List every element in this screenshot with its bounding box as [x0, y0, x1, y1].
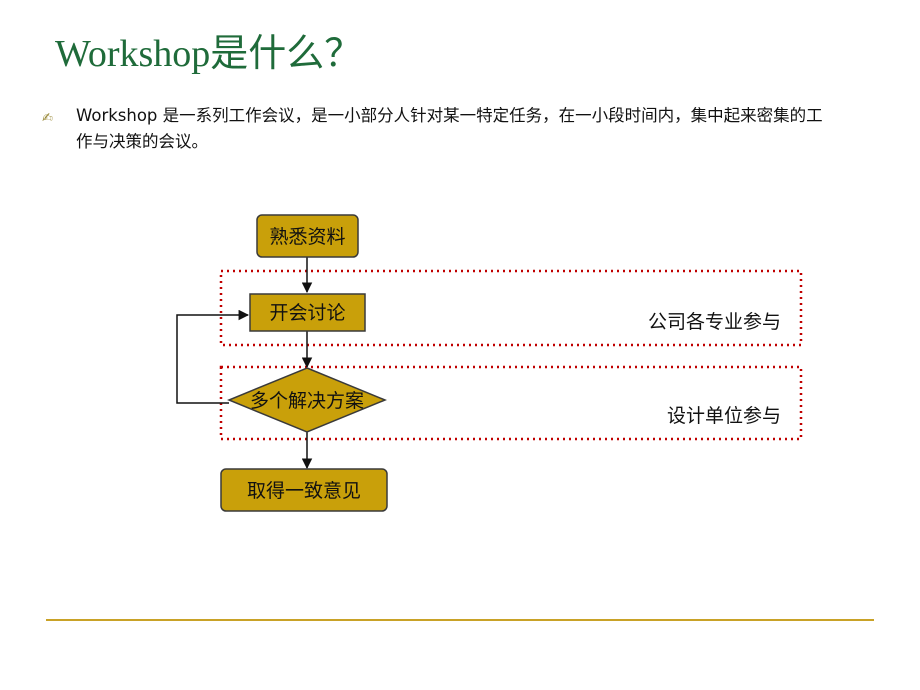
node-consensus-label: 取得一致意见 [247, 480, 361, 502]
slide-title: Workshop是什么？ [55, 33, 363, 75]
node-solutions-label: 多个解决方案 [250, 390, 364, 412]
node-familiarize-label: 熟悉资料 [269, 226, 345, 248]
node-consensus: 取得一致意见 [220, 468, 388, 512]
pen-bullet-icon: ✍ [42, 111, 53, 126]
node-familiarize: 熟悉资料 [256, 214, 359, 258]
region-design-label: 设计单位参与 [667, 405, 781, 427]
feedback-loop-arrow [176, 309, 250, 404]
node-meeting-label: 开会讨论 [269, 302, 345, 324]
bullet-text: Workshop 是一系列工作会议，是一小部分人针对某一特定任务，在一小段时间内… [76, 106, 823, 151]
node-meeting: 开会讨论 [249, 293, 366, 332]
region-company-label: 公司各专业参与 [648, 311, 781, 333]
region-company-box [219, 269, 803, 347]
footer-divider [46, 619, 874, 621]
node-solutions: 多个解决方案 [227, 367, 387, 433]
